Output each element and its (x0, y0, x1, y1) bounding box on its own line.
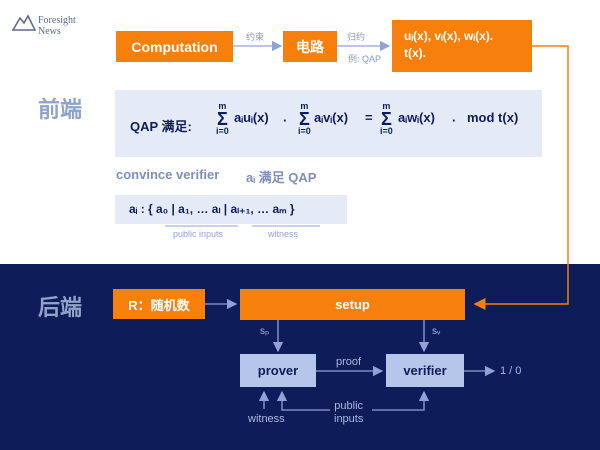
sum-2-lower: i=0 (298, 126, 311, 136)
term-v: aᵢvᵢ(x) (314, 110, 349, 125)
computation-box: Computation (116, 31, 233, 62)
sum-3: m Σ i=0 (380, 102, 393, 136)
polynomials-box: uᵢ(x), vᵢ(x), wᵢ(x). t(x). (392, 20, 532, 72)
sum-2-upper: m (300, 101, 309, 111)
polynomials-line-2: t(x). (404, 46, 426, 60)
sum-2-sigma-icon: Σ (298, 109, 310, 129)
sv-label: sᵥ (432, 326, 441, 337)
public-inputs-annotation: public inputs (173, 229, 224, 239)
qap-prefix: QAP 满足: (130, 119, 192, 134)
verifier-box: verifier (386, 354, 464, 387)
sum-1-lower: i=0 (216, 126, 229, 136)
sum-1-sigma-icon: Σ (216, 109, 228, 129)
dot-1: · (283, 113, 288, 128)
convince-verifier-text: convince verifier (116, 167, 220, 182)
satisfies-qap-text: aᵢ 满足 QAP (246, 170, 317, 185)
witness-vector-text: aᵢ : { a₀ | a₁, … aₗ | aₗ₊₁, … aₘ } (129, 202, 295, 216)
dot-2: · (452, 113, 457, 128)
term-u: aᵢuᵢ(x) (234, 110, 269, 125)
backend-witness-label: witness (248, 413, 285, 425)
sum-3-lower: i=0 (380, 126, 393, 136)
output-label: 1 / 0 (500, 365, 522, 377)
setup-box: setup (240, 289, 465, 320)
constraint-label: 约束 (246, 32, 265, 42)
proof-label: proof (336, 356, 362, 368)
equals-sign: = (365, 110, 373, 125)
sp-label: sₚ (260, 326, 270, 337)
polynomials-line-1: uᵢ(x), vᵢ(x), wᵢ(x). (404, 29, 494, 43)
backend-section-label: 后端 (38, 295, 83, 320)
backend-public-inputs-label: public inputs (334, 400, 363, 426)
mountain-icon (11, 14, 37, 31)
sum-3-sigma-icon: Σ (380, 109, 392, 129)
qap-formula-box: QAP 满足: m Σ i=0 aᵢuᵢ(x) · m Σ i=0 aᵢvᵢ(x… (115, 90, 542, 157)
term-w: aᵢwᵢ(x) (398, 110, 435, 125)
brand-logo: Foresight News (11, 12, 92, 44)
arrow-public-inputs-to-verifier (372, 390, 430, 411)
arrow-public-inputs-to-prover (276, 390, 330, 411)
mod-term: mod t(x) (467, 110, 519, 125)
sum-2: m Σ i=0 (298, 102, 311, 136)
random-r-box: R：随机数 (113, 289, 205, 319)
brand-line-2: News (38, 26, 61, 37)
sum-1-upper: m (218, 101, 227, 111)
circuit-box: 电路 (283, 31, 337, 62)
arrow-polys-to-setup (473, 45, 569, 310)
sum-3-upper: m (382, 101, 391, 111)
brand-line-1: Foresight (38, 15, 76, 26)
witness-vector-box: aᵢ : { a₀ | a₁, … aₗ | aₗ₊₁, … aₘ } (115, 195, 347, 224)
prover-box: prover (240, 354, 316, 387)
reduce-label: 归约 (347, 32, 366, 42)
public-inputs-line-2: inputs (334, 413, 364, 425)
witness-annotation: witness (268, 229, 299, 239)
sum-1: m Σ i=0 (216, 102, 229, 136)
example-qap-label: 例: QAP (348, 54, 382, 64)
frontend-section-label: 前端 (38, 97, 83, 122)
public-inputs-line-1: public (334, 400, 364, 412)
